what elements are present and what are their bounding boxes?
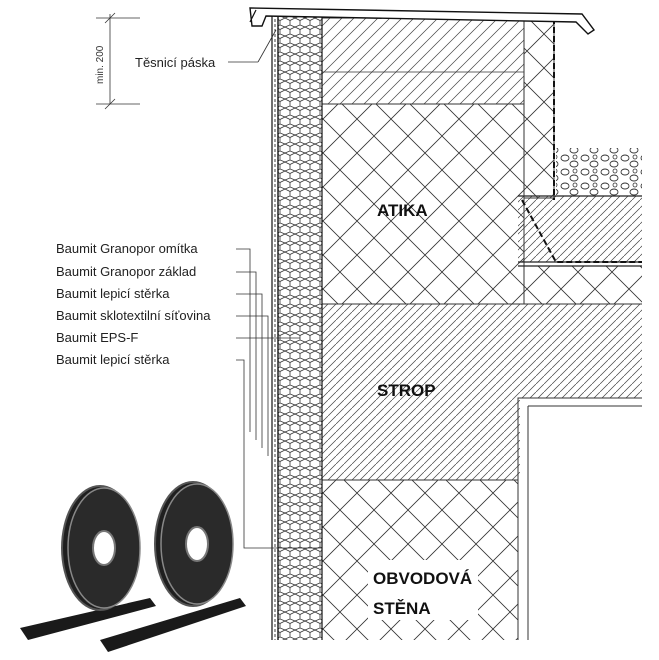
attic-zone xyxy=(321,103,525,305)
layer-label-eps: Baumit EPS-F xyxy=(56,330,138,345)
render-layers xyxy=(271,14,276,640)
layer-label-adhesive-outer: Baumit lepicí stěrka xyxy=(56,286,170,301)
wall-label-line2: STĚNA xyxy=(373,599,431,618)
dimension-marker: min. 200 xyxy=(95,12,140,110)
layer-label-adhesive-inner: Baumit lepicí stěrka xyxy=(56,352,170,367)
tape-roll-icon xyxy=(20,485,156,640)
layer-label-primer: Baumit Granopor základ xyxy=(56,264,196,279)
wall-label-line1: OBVODOVÁ xyxy=(373,569,472,588)
attic-label: ATIKA xyxy=(377,201,428,220)
tape-rolls-photo xyxy=(20,481,246,652)
parapet-insulation-strip xyxy=(523,17,555,200)
layer-label-mesh: Baumit sklotextilní síťovina xyxy=(56,308,211,323)
attic-top-insulation xyxy=(321,17,525,105)
tape-callout: Těsnicí páska xyxy=(135,29,277,70)
ceiling-label: STROP xyxy=(377,381,436,400)
layer-label-render: Baumit Granopor omítka xyxy=(56,241,198,256)
layer-callouts: Baumit Granopor omítka Baumit Granopor z… xyxy=(56,241,322,549)
dimension-text: min. 200 xyxy=(95,45,106,84)
tape-label: Těsnicí páska xyxy=(135,55,216,70)
roof-structure xyxy=(518,148,642,304)
eps-insulation-layer xyxy=(277,14,323,640)
tape-roll-icon xyxy=(100,481,246,652)
ceiling-slab xyxy=(322,303,644,640)
coping-flashing xyxy=(249,7,596,35)
